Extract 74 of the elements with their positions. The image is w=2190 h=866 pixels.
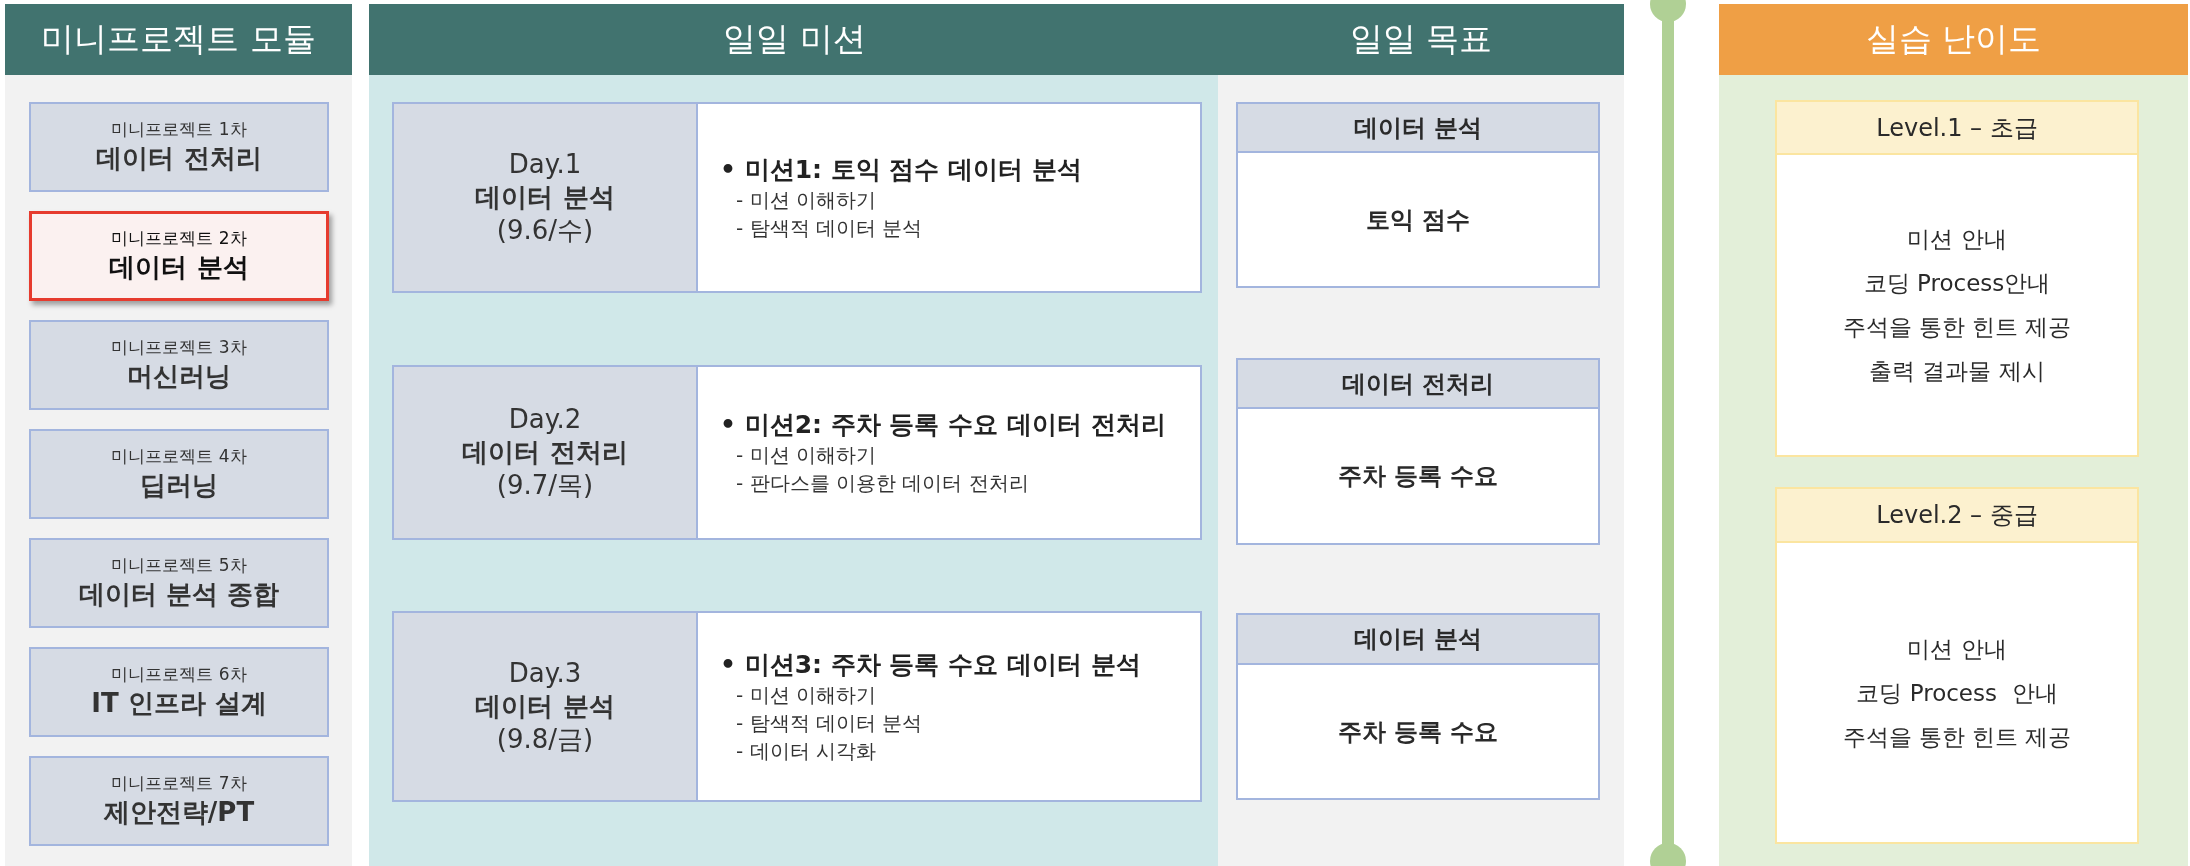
mission-cell xyxy=(698,611,1202,802)
level-item: 미션 안내 xyxy=(1907,634,2007,664)
day-label: Day.2 xyxy=(508,403,582,436)
day-topic: 데이터 전처리 xyxy=(462,436,628,469)
day-cell xyxy=(392,365,698,540)
level-item: 주석을 통한 힌트 제공 xyxy=(1842,313,2072,342)
module-title: 딥러닝 xyxy=(140,469,218,502)
level-card xyxy=(1775,100,2139,457)
mission-step: - 미션 이해하기 xyxy=(720,441,876,469)
day-cell xyxy=(392,102,698,293)
day-topic: 데이터 분석 xyxy=(475,690,615,723)
goal-text: 주차 등록 수요 xyxy=(1337,716,1499,748)
day-date: (9.7/목) xyxy=(496,469,594,502)
day-date: (9.6/수) xyxy=(496,214,594,247)
mission-step: - 미션 이해하기 xyxy=(720,186,876,214)
mission-step: - 미션 이해하기 xyxy=(720,681,876,709)
day-topic: 데이터 분석 xyxy=(475,181,615,214)
day-label: Day.1 xyxy=(508,148,582,181)
module-title: 머신러닝 xyxy=(127,360,231,393)
module-title: 데이터 전처리 xyxy=(96,142,262,175)
goal-card xyxy=(1236,613,1600,800)
goal-text: 주차 등록 수요 xyxy=(1337,461,1499,492)
mission-title: • 미션3: 주차 등록 수요 데이터 분석 xyxy=(720,649,1141,681)
module-label: 미니프로젝트 5차 xyxy=(111,554,247,576)
mission-step: - 탐색적 데이터 분석 xyxy=(720,709,923,737)
day-label: Day.3 xyxy=(508,657,582,690)
module-card xyxy=(29,429,329,519)
column-panel xyxy=(369,4,1220,866)
mission-title: • 미션2: 주차 등록 수요 데이터 전처리 xyxy=(720,409,1166,441)
module-title: 제안전략/PT xyxy=(103,796,255,829)
module-label: 미니프로젝트 7차 xyxy=(111,772,247,794)
goal-header: 데이터 분석 xyxy=(1238,104,1598,153)
module-label: 미니프로젝트 4차 xyxy=(111,445,247,467)
level-header: Level.2 – 중급 xyxy=(1777,489,2137,543)
panel-header: 실습 난이도 xyxy=(1719,4,2188,75)
module-title: 데이터 분석 종합 xyxy=(78,578,280,611)
level-item: 출력 결과물 제시 xyxy=(1869,357,2045,386)
mission-step: - 데이터 시각화 xyxy=(720,737,876,765)
level-item: 주석을 통한 힌트 제공 xyxy=(1842,722,2072,752)
goal-card xyxy=(1236,102,1600,288)
column-panel xyxy=(1719,4,2188,866)
level-item: 코딩 Process안내 xyxy=(1863,269,2051,298)
module-card xyxy=(29,538,329,628)
goal-card xyxy=(1236,358,1600,545)
panel-header: 미니프로젝트 모듈 xyxy=(5,4,352,75)
column-panel xyxy=(1218,4,1624,866)
level-item: 코딩 Process 안내 xyxy=(1856,678,2058,708)
level-card xyxy=(1775,487,2139,844)
module-card xyxy=(29,102,329,192)
module-card xyxy=(29,756,329,846)
goal-header: 데이터 전처리 xyxy=(1238,360,1598,409)
level-item: 미션 안내 xyxy=(1907,225,2007,254)
module-label: 미니프로젝트 1차 xyxy=(111,118,247,140)
panel-header: 일일 목표 xyxy=(1218,4,1624,75)
goal-text: 토익 점수 xyxy=(1365,204,1471,236)
mission-step: - 판다스를 이용한 데이터 전처리 xyxy=(720,469,1029,497)
goal-header: 데이터 분석 xyxy=(1238,615,1598,665)
module-label: 미니프로젝트 6차 xyxy=(111,663,247,685)
module-title: 데이터 분석 xyxy=(109,251,249,284)
module-card xyxy=(29,647,329,737)
module-title: IT 인프라 설계 xyxy=(91,687,267,720)
level-header: Level.1 – 초급 xyxy=(1777,102,2137,155)
mission-step: - 탐색적 데이터 분석 xyxy=(720,214,923,242)
mission-cell xyxy=(698,102,1202,293)
day-date: (9.8/금) xyxy=(496,723,594,756)
module-card xyxy=(29,320,329,410)
column-panel xyxy=(5,4,352,866)
module-label: 미니프로젝트 2차 xyxy=(111,227,247,249)
highlighted-module-card xyxy=(29,211,329,301)
day-cell xyxy=(392,611,698,802)
mission-cell xyxy=(698,365,1202,540)
panel-header: 일일 미션 xyxy=(369,4,1220,75)
module-label: 미니프로젝트 3차 xyxy=(111,336,247,358)
mission-title: • 미션1: 토익 점수 데이터 분석 xyxy=(720,154,1082,186)
